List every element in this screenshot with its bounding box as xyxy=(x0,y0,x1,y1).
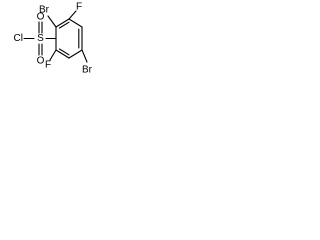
benzene-ring xyxy=(55,18,83,59)
atom-label-chlorine: Cl xyxy=(14,33,23,44)
atom-label-fluorine-bottom: F xyxy=(45,60,51,71)
ring-bond-c1-c2 xyxy=(55,18,70,28)
ring-bond-c5-c6 xyxy=(55,49,70,59)
ring-double-bond-c1-c2 xyxy=(58,21,70,29)
bond-c1-br xyxy=(47,15,57,28)
ring-bond-c2-c3 xyxy=(68,18,83,28)
atom-label-bromine-top: Br xyxy=(39,5,50,16)
bond-c5-f xyxy=(49,49,57,61)
chemical-structure: Cl S O O Br F F Br xyxy=(14,2,93,76)
atom-label-sulfur: S xyxy=(37,33,44,44)
ring-double-bond-c5-c6 xyxy=(58,48,70,56)
ring-bond-c4-c5 xyxy=(68,49,83,59)
atom-label-fluorine-top: F xyxy=(76,2,82,13)
atom-label-oxygen-top: O xyxy=(37,12,45,23)
atom-label-bromine-bottom: Br xyxy=(82,65,93,76)
bond-c4-br xyxy=(81,49,88,63)
atom-label-oxygen-bottom: O xyxy=(37,56,45,67)
bond-c2-f xyxy=(68,10,77,20)
